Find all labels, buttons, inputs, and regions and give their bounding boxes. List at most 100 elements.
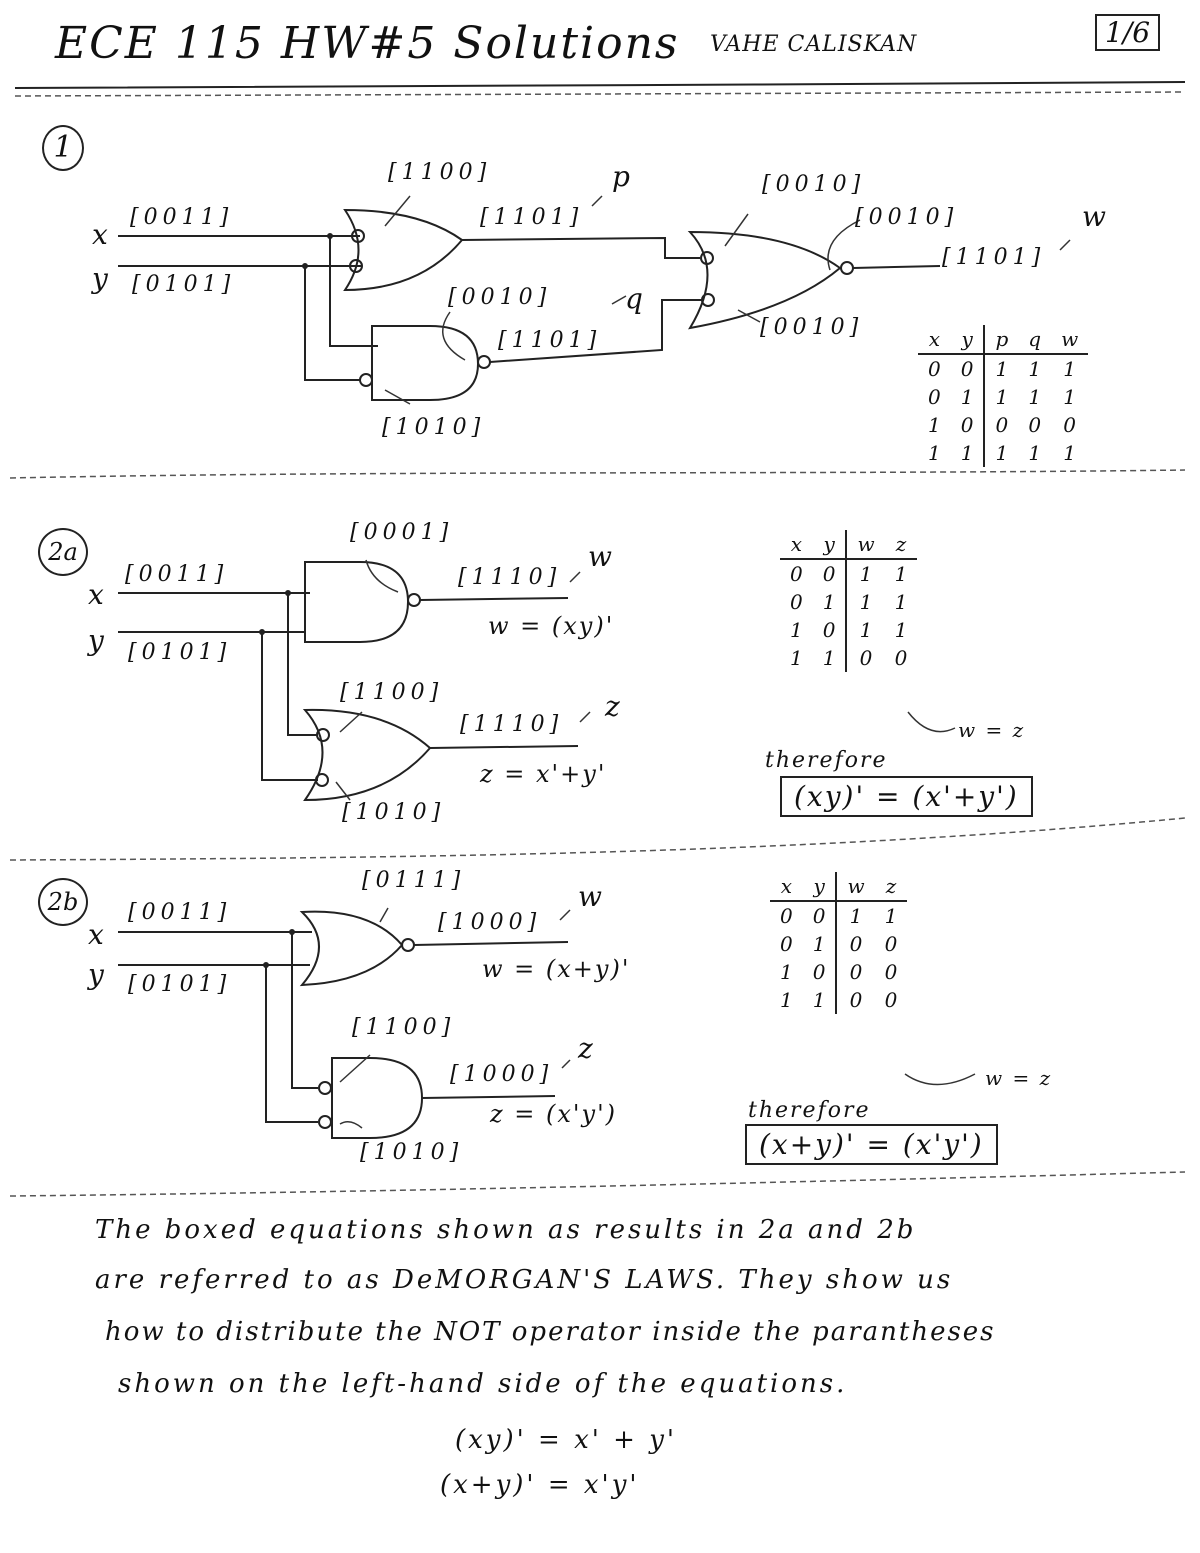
- p2b-result-box: (x+y)' = (x'y'): [745, 1124, 998, 1165]
- p2a-equal-note: w = z: [958, 718, 1026, 742]
- p2b-therefore: therefore: [748, 1098, 871, 1123]
- table-row: 1 0 1 1: [780, 616, 917, 644]
- table-cell: 1: [983, 383, 1019, 411]
- table-row: 0 1 1 1 1: [918, 383, 1088, 411]
- conclusion-line-2: are referred to as DeMORGAN'S LAWS. They…: [95, 1265, 954, 1295]
- table-cell: 1: [822, 590, 836, 614]
- p2b-y-vector: [0101]: [128, 972, 232, 997]
- table-row: 1 1 1 1 1: [918, 439, 1088, 467]
- table-cell: 0: [1028, 413, 1042, 437]
- p2b-x-label: x: [88, 918, 104, 951]
- table-row: 0 0 1 1 1: [918, 354, 1088, 383]
- table-cell: 0: [894, 646, 908, 670]
- p2a-th-w: w: [845, 530, 885, 560]
- table-cell: 1: [835, 901, 875, 930]
- p2b-z-label: z: [578, 1032, 593, 1065]
- table-cell: 1: [894, 618, 908, 642]
- p1-th-p: p: [983, 325, 1019, 355]
- p2b-w-label: w: [578, 880, 602, 913]
- table-cell: 0: [790, 590, 803, 614]
- conclusion-line-3: how to distribute the NOT operator insid…: [105, 1317, 996, 1347]
- p2a-or-top-input: [1100]: [340, 680, 444, 705]
- table-cell: 1: [1063, 357, 1077, 381]
- table-cell: 0: [835, 958, 875, 986]
- table-cell: 1: [812, 932, 826, 956]
- table-row: 0 0 1 1: [780, 559, 917, 588]
- demorgan-law-2: (x+y)' = x'y': [440, 1470, 640, 1500]
- table-row: 0 1 1 1: [780, 588, 917, 616]
- problem1-circuit: [118, 195, 1071, 405]
- table-cell: 1: [1028, 441, 1042, 465]
- table-cell: 0: [822, 618, 836, 642]
- table-cell: 0: [928, 385, 941, 409]
- p2a-result-box: (xy)' = (x'+y'): [780, 776, 1033, 817]
- p2b-w-vector: [1000]: [438, 910, 542, 935]
- p2b-z-vector: [1000]: [450, 1062, 554, 1087]
- p1-th-q: q: [1018, 325, 1052, 355]
- table-row: 0 0 1 1: [770, 901, 907, 930]
- table-cell: 1: [845, 588, 885, 616]
- p2b-th-z: z: [874, 872, 908, 902]
- p2a-therefore: therefore: [765, 748, 888, 773]
- table-cell: 0: [835, 930, 875, 958]
- conclusion-line-4: shown on the left-hand side of the equat…: [118, 1369, 848, 1399]
- p2a-truth-table: x y w z 0 0 1 1 0 1 1 1 1 0 1 1: [780, 530, 918, 672]
- table-cell: 1: [894, 562, 908, 586]
- separator-1: [9, 469, 1186, 479]
- p2a-th-z: z: [884, 530, 918, 560]
- p2a-w-vector: [1110]: [458, 565, 562, 590]
- p1-q-vector: [1101]: [498, 328, 602, 353]
- problem2b-circuit: [118, 907, 976, 1139]
- table-cell: 1: [812, 988, 826, 1012]
- table-cell: 0: [780, 904, 793, 928]
- p2b-and-top-input: [1100]: [352, 1015, 456, 1040]
- p2b-w-equation: w = (x+y)': [482, 955, 631, 983]
- table-row: 1 0 0 0: [770, 958, 907, 986]
- p1-y-vector: [0101]: [132, 272, 236, 297]
- table-cell: 0: [780, 932, 793, 956]
- table-cell: 1: [1028, 385, 1042, 409]
- table-cell: 0: [884, 988, 898, 1012]
- table-cell: 0: [845, 644, 885, 672]
- p2a-y-label: y: [88, 624, 104, 657]
- table-cell: 1: [780, 960, 793, 984]
- p1-or-inverted-inputs: [1100]: [388, 160, 492, 185]
- p1-w-label: w: [1082, 200, 1106, 233]
- table-cell: 1: [790, 646, 803, 670]
- p2b-th-w: w: [835, 872, 875, 902]
- problem1-number: 1: [42, 125, 84, 171]
- table-cell: 1: [884, 904, 898, 928]
- p1-x-label: x: [92, 218, 108, 251]
- table-cell: 0: [928, 357, 941, 381]
- p2b-or-output-pre: [0111]: [362, 868, 466, 893]
- table-cell: 1: [780, 988, 793, 1012]
- p2b-truth-table: x y w z 0 0 1 1 0 1 0 0 1 0 0 0: [770, 872, 908, 1014]
- table-cell: 1: [845, 559, 885, 588]
- p1-y-label: y: [92, 262, 108, 295]
- p2b-and-bottom-input: [1010]: [360, 1140, 464, 1165]
- table-cell: 1: [845, 616, 885, 644]
- p2a-x-vector: [0011]: [125, 562, 229, 587]
- table-cell: 1: [1028, 357, 1042, 381]
- problem2a-circuit: [118, 559, 956, 802]
- p2a-z-label: z: [605, 690, 620, 723]
- p1-w-vector: [1101]: [942, 245, 1046, 270]
- table-cell: 1: [928, 413, 941, 437]
- p1-nor-top-input: [0010]: [762, 172, 866, 197]
- p1-nor-mid-output: [0010]: [855, 205, 959, 230]
- table-row: 1 1 0 0: [780, 644, 917, 672]
- header-underline-2: [14, 91, 1186, 97]
- p2a-th-y: y: [812, 530, 847, 560]
- p2b-x-vector: [0011]: [128, 900, 232, 925]
- p2a-or-bottom-input: [1010]: [342, 800, 446, 825]
- p1-nor-bottom-input: [0010]: [760, 315, 864, 340]
- table-cell: 1: [983, 354, 1019, 383]
- table-cell: 0: [812, 960, 826, 984]
- table-cell: 0: [1063, 413, 1077, 437]
- p2b-th-y: y: [802, 872, 837, 902]
- problem2b-number: 2b: [38, 878, 88, 926]
- page-title: ECE 115 HW#5 Solutions: [55, 18, 680, 69]
- table-cell: 1: [1063, 385, 1077, 409]
